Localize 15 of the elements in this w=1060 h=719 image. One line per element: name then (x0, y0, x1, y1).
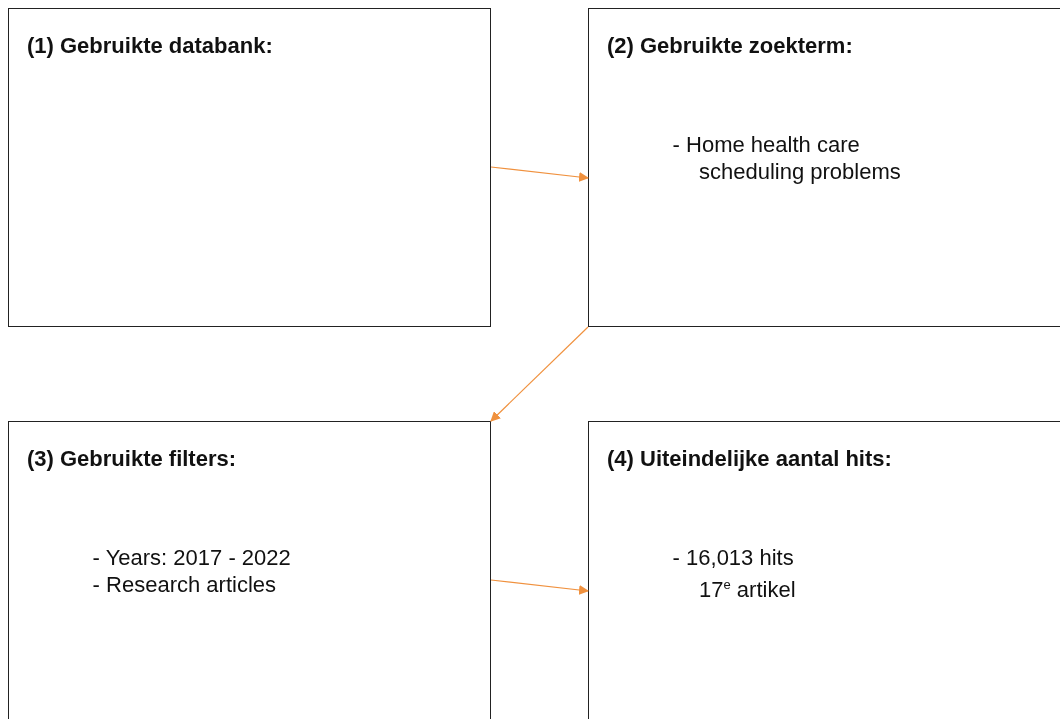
list-item: - 16,013 hits 17$^{e}$ artikel (671, 544, 797, 604)
list-item: - Research articles (91, 571, 277, 598)
arrow (490, 579, 589, 595)
arrow (490, 326, 589, 422)
step-box (8, 8, 491, 327)
step-box (588, 421, 1060, 719)
step-heading: (4) Uiteindelijke aantal hits: (607, 446, 893, 472)
step-heading: (2) Gebruikte zoekterm: (607, 33, 854, 59)
step-box (588, 8, 1060, 327)
list-item: - Years: 2017 - 2022 (91, 544, 292, 571)
step-heading: (1) Gebruikte databank: (27, 33, 274, 59)
step-box (8, 421, 491, 719)
arrow (490, 166, 589, 182)
step-heading: (3) Gebruikte filters: (27, 446, 238, 472)
list-item: - Home health care scheduling problems (671, 131, 902, 185)
